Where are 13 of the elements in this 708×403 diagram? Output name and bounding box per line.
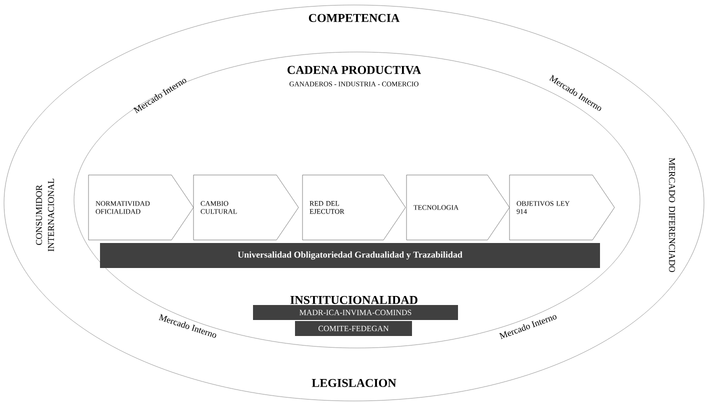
heading: MERCADO DIFERENCIADO [668,158,676,272]
banner-bar: COMITE-FEDEGAN [295,321,412,336]
heading: LEGISLACION [312,378,396,388]
heading: CONSUMIDOR INTERNACIONAL [36,178,54,252]
banner-bar: MADR-ICA-INVIMA-COMINDS [253,305,458,320]
heading: COMPETENCIA [308,14,400,22]
banner-bar: Universalidad Obligatoriedad Gradualidad y Trazabilidad [100,243,600,268]
heading: CADENA PRODUCTIVA [288,66,421,74]
market-label: Mercado Interno [499,315,557,340]
market-label: Mercado Interno [158,314,216,338]
node-label: COMITE-FEDEGAN [318,326,389,332]
node-label: MADR-ICA-INVIMA-COMINDS [300,310,412,316]
heading: INSTITUCIONALIDAD [290,296,418,304]
